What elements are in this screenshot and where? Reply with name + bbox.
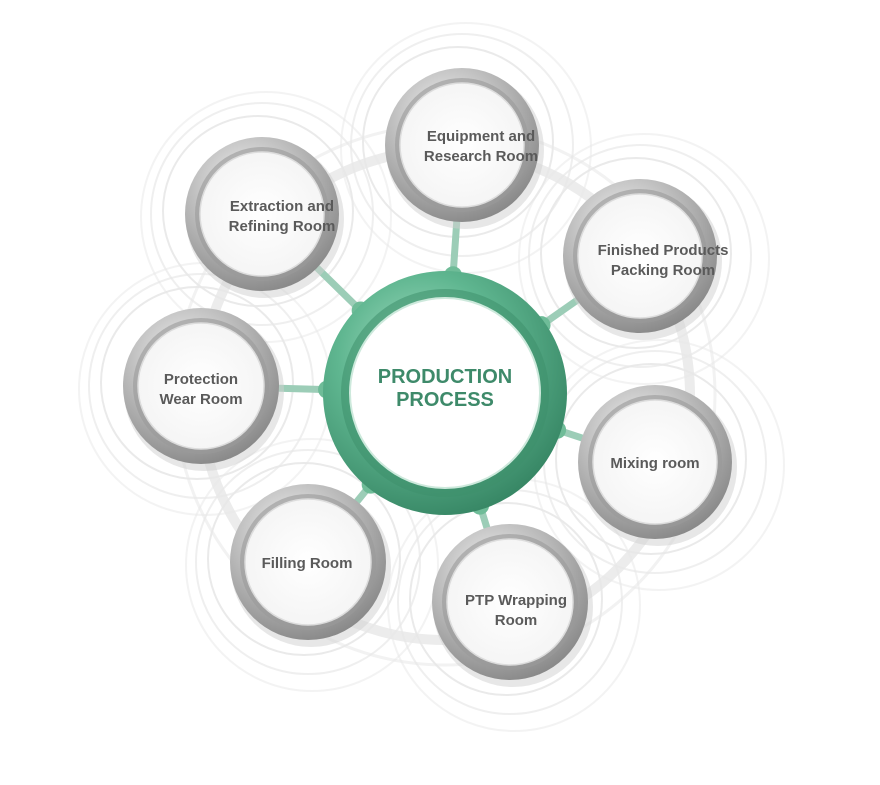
room-label-protection: Protection Wear Room bbox=[159, 371, 243, 408]
room-label-equipment: Equipment and Research Room bbox=[423, 128, 539, 165]
room-node-filling bbox=[230, 484, 391, 647]
halo-ring bbox=[350, 33, 574, 257]
room-label-filling: Filling Room bbox=[261, 555, 353, 572]
center-inner-face bbox=[349, 297, 541, 489]
room-face-mixing bbox=[592, 399, 718, 525]
center-label: PRODUCTION PROCESS bbox=[377, 366, 513, 411]
halo-ring bbox=[162, 115, 354, 307]
room-face-protection bbox=[137, 322, 265, 450]
room-node-mixing bbox=[578, 385, 737, 546]
room-node-equipment bbox=[385, 68, 544, 229]
halo-ring bbox=[555, 363, 747, 555]
center-node bbox=[323, 271, 567, 515]
halo-ring bbox=[540, 157, 732, 349]
room-label-ptp: PTP Wrapping Room bbox=[465, 592, 567, 629]
halo-ring bbox=[185, 438, 439, 692]
room-node-ptp bbox=[432, 524, 593, 687]
room-nodes bbox=[123, 68, 737, 687]
room-label-finished: Finished Products Packing Room bbox=[597, 242, 729, 279]
room-face-filling bbox=[244, 498, 372, 626]
room-face-extraction bbox=[199, 151, 325, 277]
room-node-extraction bbox=[185, 137, 344, 298]
room-node-finished bbox=[563, 179, 722, 340]
halo-ring bbox=[195, 449, 421, 675]
room-face-finished bbox=[577, 193, 703, 319]
halo-ring bbox=[518, 133, 770, 385]
halo-ring bbox=[207, 462, 401, 656]
room-face-ptp bbox=[446, 538, 574, 666]
halo-ring bbox=[528, 144, 752, 368]
halo-ring bbox=[409, 502, 603, 696]
room-node-protection bbox=[123, 308, 284, 471]
room-label-mixing: Mixing room bbox=[610, 455, 700, 472]
room-label-extraction: Extraction and Refining Room bbox=[228, 198, 336, 235]
halo-ring bbox=[150, 102, 374, 326]
room-face-equipment bbox=[399, 82, 525, 208]
halo-ring bbox=[100, 286, 294, 480]
